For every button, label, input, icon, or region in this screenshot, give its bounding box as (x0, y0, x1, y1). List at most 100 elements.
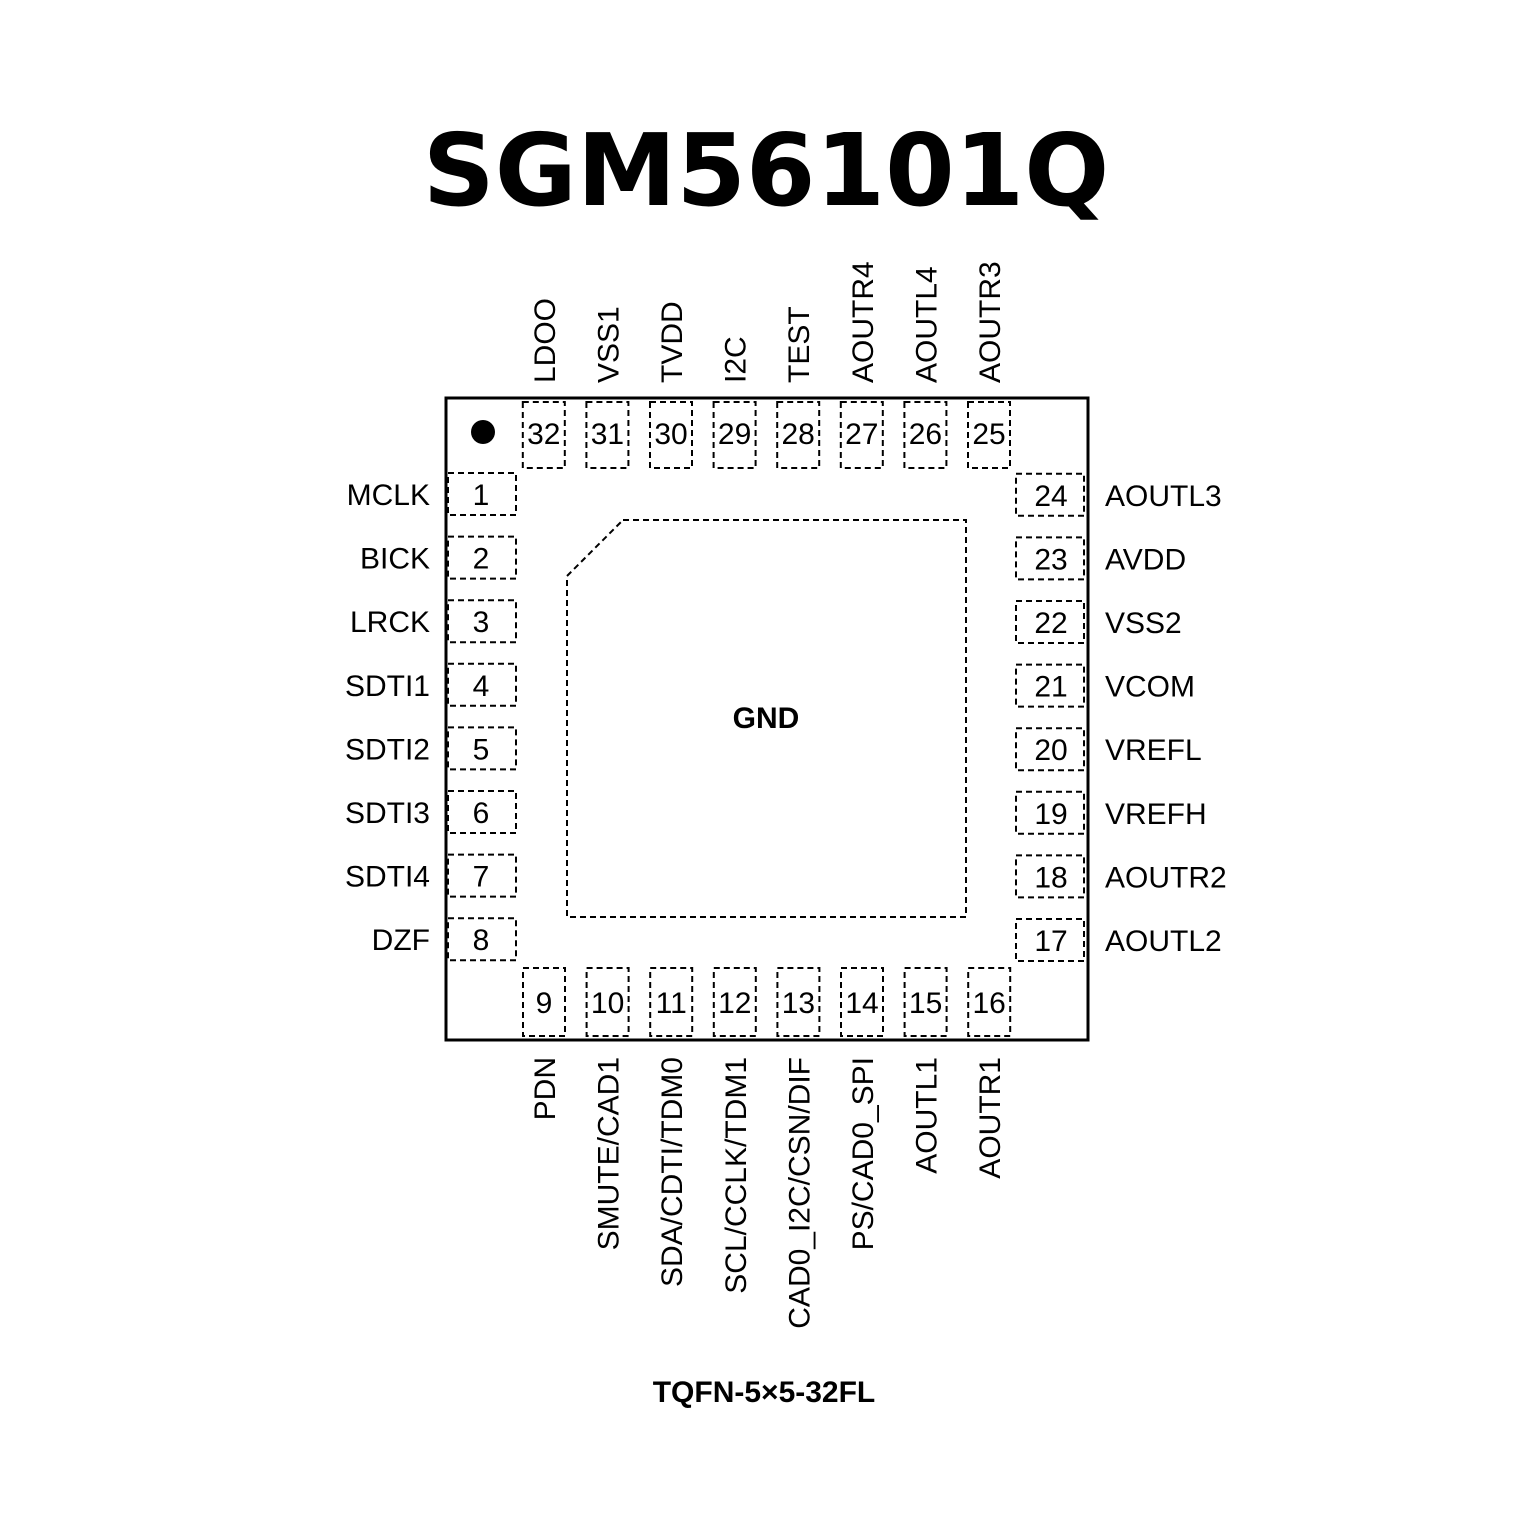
pin-label-16: AOUTR1 (974, 1057, 1007, 1179)
pin-pad-4 (447, 662, 517, 707)
pin-label-30: TVDD (656, 301, 689, 383)
pin-number-14: 14 (845, 987, 878, 1020)
pin-number-28: 28 (782, 418, 815, 451)
pin-label-5: SDTI2 (345, 733, 430, 766)
pin-label-13: CAD0_I2C/CSN/DIF (783, 1057, 816, 1329)
pin-number-25: 25 (972, 418, 1005, 451)
pin-pad-2 (447, 535, 517, 580)
pin-pad-6 (447, 790, 517, 834)
pin-number-10: 10 (591, 987, 624, 1020)
pin-label-31: VSS1 (592, 306, 625, 383)
pin-label-15: AOUTL1 (911, 1057, 944, 1174)
pin-label-27: AOUTR4 (847, 261, 880, 383)
pin-pad-21 (1015, 663, 1085, 708)
pin-pad-32 (521, 401, 566, 469)
pin-label-12: SCL/CCLK/TDM1 (720, 1057, 753, 1294)
pin-pad-15 (903, 967, 948, 1037)
pin-pad-9 (522, 967, 566, 1037)
pin-label-3: LRCK (350, 606, 430, 639)
pin-label-19: VREFH (1105, 798, 1207, 831)
pin-label-8: DZF (372, 924, 430, 957)
pin-label-18: AOUTR2 (1105, 861, 1227, 894)
exposed-pad-label: GND (733, 702, 800, 735)
pin-label-28: TEST (783, 306, 816, 383)
pin-pad-10 (585, 967, 630, 1037)
pin-number-5: 5 (473, 733, 490, 766)
pin-label-22: VSS2 (1105, 607, 1182, 640)
pin-number-9: 9 (536, 987, 553, 1020)
pin-label-21: VCOM (1105, 671, 1195, 704)
pin-label-26: AOUTL4 (910, 266, 943, 383)
pin-label-11: SDA/CDTI/TDM0 (656, 1057, 689, 1287)
pin-number-27: 27 (845, 418, 878, 451)
package-outline (444, 396, 1090, 1042)
pin-label-32: LDOO (529, 298, 562, 383)
pin-number-22: 22 (1034, 607, 1067, 640)
pin-label-17: AOUTL2 (1105, 925, 1222, 958)
pin-pad-24 (1015, 472, 1085, 517)
pin-pad-12 (712, 967, 757, 1037)
pin-number-12: 12 (718, 987, 751, 1020)
pin-pad-25 (967, 401, 1011, 469)
pin-number-19: 19 (1034, 798, 1067, 831)
pin-label-10: SMUTE/CAD1 (593, 1057, 626, 1250)
pin-label-24: AOUTL3 (1105, 480, 1222, 513)
pin-pad-29 (712, 401, 757, 469)
pin-pad-3 (447, 599, 517, 644)
pin-number-24: 24 (1034, 480, 1067, 513)
pin-label-20: VREFL (1105, 734, 1202, 767)
pin-label-9: PDN (529, 1057, 562, 1120)
pin-number-3: 3 (473, 606, 490, 639)
exposed-pad (566, 519, 967, 918)
pin-label-4: SDTI1 (345, 670, 430, 703)
pin-label-14: PS/CAD0_SPI (847, 1057, 880, 1250)
pin-pad-8 (447, 917, 517, 962)
pin-pad-20 (1015, 727, 1085, 772)
pin-pad-7 (447, 853, 517, 898)
pin-pad-1 (447, 472, 517, 516)
pin-label-6: SDTI3 (345, 797, 430, 830)
pin-number-18: 18 (1034, 861, 1067, 894)
pin-pad-28 (776, 401, 821, 469)
pin-number-13: 13 (782, 987, 815, 1020)
pin-number-6: 6 (473, 797, 490, 830)
pin-label-2: BICK (360, 543, 430, 576)
pin-number-21: 21 (1034, 671, 1067, 704)
pin-number-23: 23 (1034, 543, 1067, 576)
pin1-indicator-dot (471, 420, 495, 444)
pin-pad-14 (840, 967, 884, 1037)
pin-pad-30 (649, 401, 693, 469)
pin-number-2: 2 (473, 543, 490, 576)
pin-number-11: 11 (656, 987, 687, 1020)
pin-number-20: 20 (1034, 734, 1067, 767)
pin-number-32: 32 (527, 418, 560, 451)
pin-label-25: AOUTR3 (974, 261, 1007, 383)
pin-pad-27 (839, 401, 884, 469)
pin-pad-18 (1015, 854, 1085, 899)
package-name: TQFN-5×5-32FL (653, 1376, 876, 1409)
pin-pad-26 (903, 401, 948, 469)
pin-number-4: 4 (473, 670, 490, 703)
pin-number-16: 16 (973, 987, 1006, 1020)
pin-number-29: 29 (718, 418, 751, 451)
pin-label-7: SDTI4 (345, 861, 430, 894)
chip-title: SGM56101Q (423, 112, 1110, 229)
pin-pad-11 (649, 967, 694, 1037)
pin-number-15: 15 (909, 987, 942, 1020)
pin-number-1: 1 (473, 479, 490, 512)
pin-number-7: 7 (473, 861, 490, 894)
pin-number-17: 17 (1034, 925, 1067, 958)
pin-pad-31 (585, 401, 630, 469)
pin-label-1: MCLK (347, 479, 430, 512)
pin-pad-16 (967, 967, 1012, 1037)
pins: 1 MCLK 2 BICK 3 LRCK 4 SDTI1 5 SDTI2 6 SDTI3 7 SDTI4 8… (345, 261, 1227, 1328)
pin-label-23: AVDD (1105, 543, 1186, 576)
pin-number-31: 31 (591, 418, 624, 451)
pin-number-8: 8 (473, 924, 490, 957)
pin-pad-17 (1015, 918, 1085, 962)
pin-label-29: I2C (720, 336, 753, 383)
pin-number-30: 30 (654, 418, 687, 451)
pin-pad-22 (1015, 600, 1085, 644)
pin-pad-19 (1015, 790, 1085, 835)
